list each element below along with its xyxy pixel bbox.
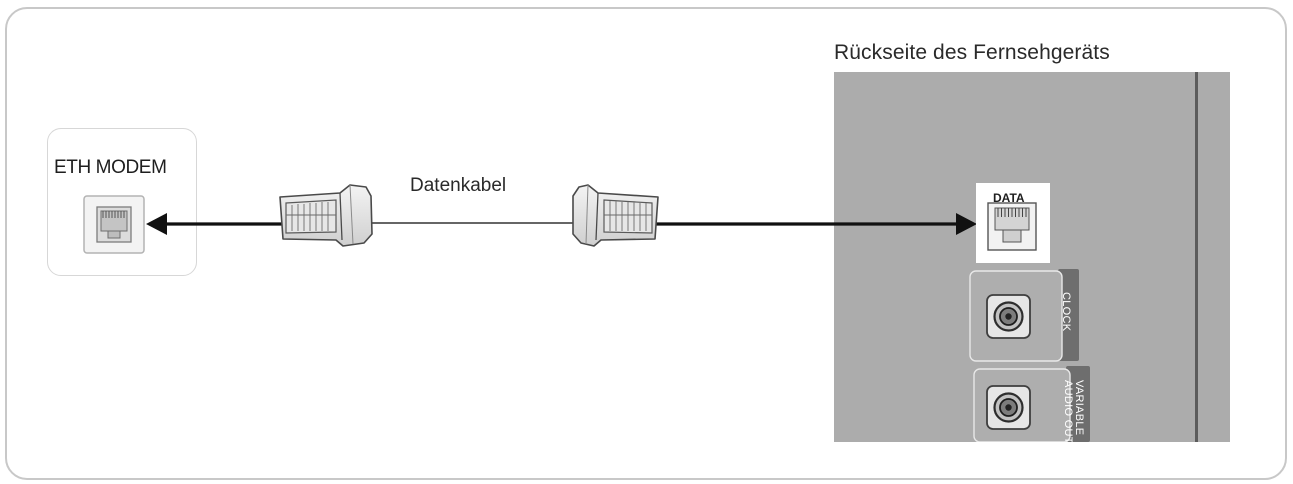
rj45-plug-right-icon (572, 184, 659, 247)
tv-back-title: Rückseite des Fernsehgeräts (834, 41, 1110, 64)
tv-panel-edge (1195, 72, 1198, 442)
clock-port (969, 269, 1079, 362)
modem-ethernet-jack-icon (83, 195, 145, 254)
data-port-label: DATA (993, 191, 1025, 205)
clock-port-label: CLOCK (1060, 292, 1072, 332)
audio-out-label-line2: AUDIO OUT (1062, 380, 1074, 444)
eth-modem-label: ETH MODEM (54, 157, 167, 178)
data-cable-label: Datenkabel (410, 175, 507, 196)
rj45-plug-left-icon (279, 184, 373, 247)
arrow-right-icon (956, 213, 977, 235)
audio-out-port (973, 366, 1090, 443)
arrow-left-icon (146, 213, 167, 235)
audio-out-label-line1: VARIABLE (1073, 380, 1085, 436)
data-port (976, 183, 1050, 263)
